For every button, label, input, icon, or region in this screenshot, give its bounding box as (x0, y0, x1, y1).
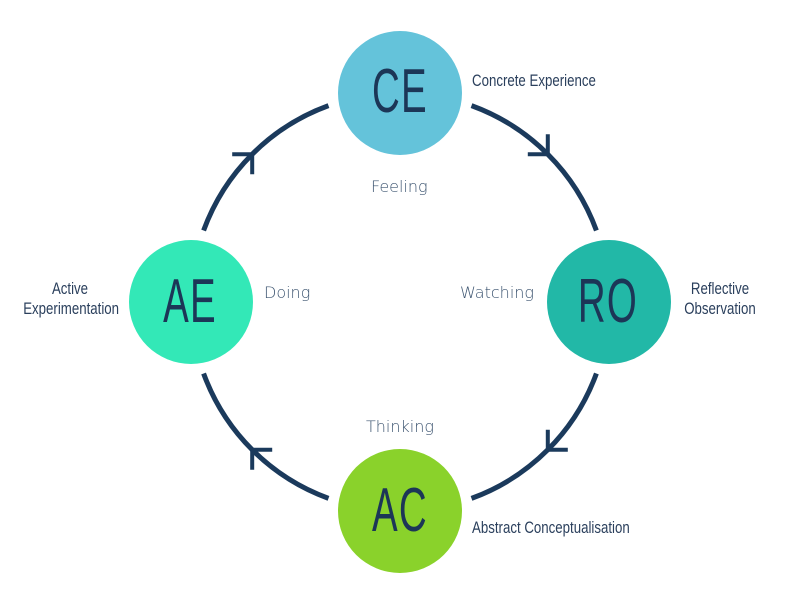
arrowhead-ae-to-ce (232, 152, 255, 175)
arrowhead-ac-to-ae (250, 447, 273, 470)
arrowhead-ce-to-ro (527, 134, 550, 157)
arrow-ro-to-ac (470, 372, 599, 501)
mode-thinking: Thinking (366, 417, 434, 436)
label-active-line2: Experimentation (23, 299, 120, 318)
label-reflective-line1: Reflective (690, 279, 750, 298)
node-ae-abbr: AE (163, 267, 217, 336)
label-reflective-observation: Reflective Observation (673, 279, 767, 319)
node-ac-circle (338, 449, 462, 573)
arrowhead-ro-to-ac (545, 429, 568, 452)
arrow-ce-to-ro (470, 103, 599, 232)
label-abstract-conceptualisation: Abstract Conceptualisation (472, 518, 630, 537)
label-concrete-experience: Concrete Experience (472, 71, 596, 90)
arrow-ae-to-ce (201, 103, 330, 232)
mode-feeling: Feeling (371, 177, 428, 196)
node-ce-abbr: CE (372, 57, 428, 126)
node-ae-circle (129, 240, 253, 364)
label-active-line1: Active (51, 279, 89, 298)
node-ac-abbr: AC (372, 476, 428, 545)
label-reflective-line2: Observation (684, 299, 756, 318)
node-ro-circle (547, 240, 671, 364)
mode-watching: Watching (460, 283, 534, 302)
node-ce-circle (338, 31, 462, 155)
mode-doing: Doing (264, 283, 311, 302)
label-active-experimentation: Active Experimentation (23, 279, 120, 319)
node-ro-abbr: RO (577, 267, 639, 336)
arrow-ac-to-ae (201, 372, 330, 501)
